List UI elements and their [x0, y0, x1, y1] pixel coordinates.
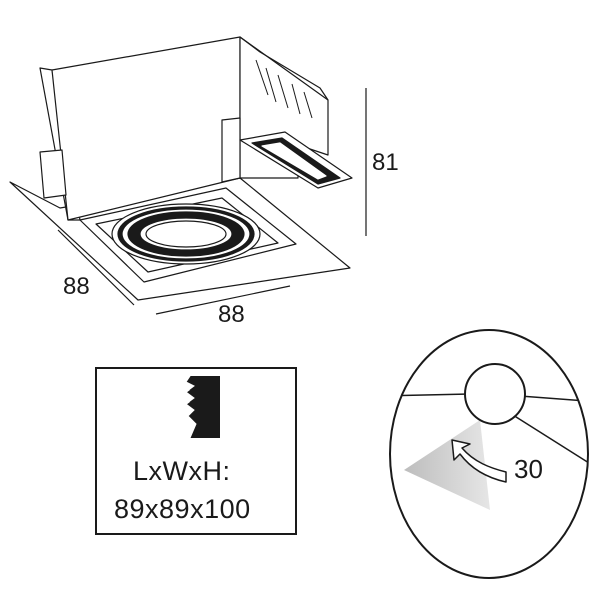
- tilt-angle: 30: [514, 454, 543, 484]
- cutout-box: LxWxH: 89x89x100: [95, 367, 297, 535]
- cutout-value: 89x89x100: [114, 494, 251, 524]
- side-block: [221, 117, 241, 183]
- depth-dimension-line: [57, 229, 135, 306]
- width-dimension: 88: [218, 301, 245, 328]
- height-dimension: 81: [372, 149, 399, 176]
- tilt-detail: 30: [389, 329, 589, 579]
- cutout-label: LxWxH:: [133, 456, 231, 486]
- ceiling-cutout-icon: [167, 375, 220, 439]
- housing-drawing: [9, 36, 353, 301]
- depth-dimension: 88: [63, 273, 90, 300]
- lamp-head: [464, 363, 526, 425]
- rotation-arrow-icon: [451, 439, 507, 483]
- flange-tab-left: [39, 149, 67, 199]
- light-beam: [404, 420, 490, 510]
- width-dimension-line: [155, 285, 291, 315]
- clamp-detail: [255, 59, 313, 119]
